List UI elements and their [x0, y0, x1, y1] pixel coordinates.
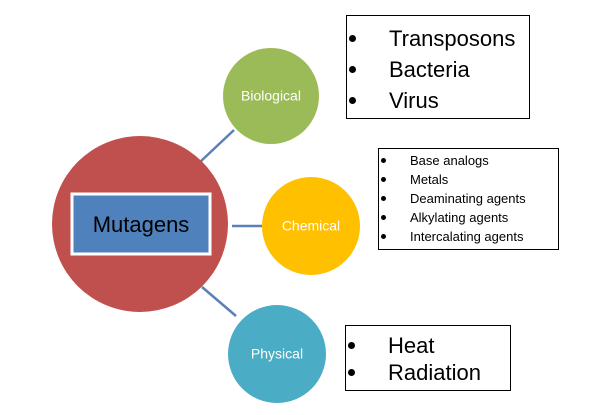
chemical-label: Chemical	[282, 218, 340, 234]
physical-label: Physical	[251, 346, 303, 362]
mutagens-box	[70, 192, 212, 256]
list-item: Bacteria	[347, 54, 529, 85]
chemical-circle	[262, 177, 360, 275]
list-item: Virus	[347, 85, 529, 116]
list-item: Intercalating agents	[379, 227, 558, 246]
list-item: Base analogs	[379, 151, 558, 170]
biological-label: Biological	[241, 88, 301, 104]
list-item: Radiation	[346, 359, 510, 386]
connector-physical	[201, 286, 237, 317]
list-item: Deaminating agents	[379, 189, 558, 208]
list-item: Heat	[346, 332, 510, 359]
physical-list-box: Heat Radiation	[345, 325, 511, 391]
chemical-list-box: Base analogs Metals Deaminating agents A…	[378, 148, 559, 250]
mutagens-label: Mutagens	[93, 212, 190, 237]
biological-circle	[223, 48, 319, 144]
list-item: Transposons	[347, 23, 529, 54]
biological-list-box: Transposons Bacteria Virus	[346, 15, 530, 119]
connector-biological	[199, 129, 235, 163]
list-item: Alkylating agents	[379, 208, 558, 227]
physical-circle	[228, 305, 326, 403]
list-item: Metals	[379, 170, 558, 189]
